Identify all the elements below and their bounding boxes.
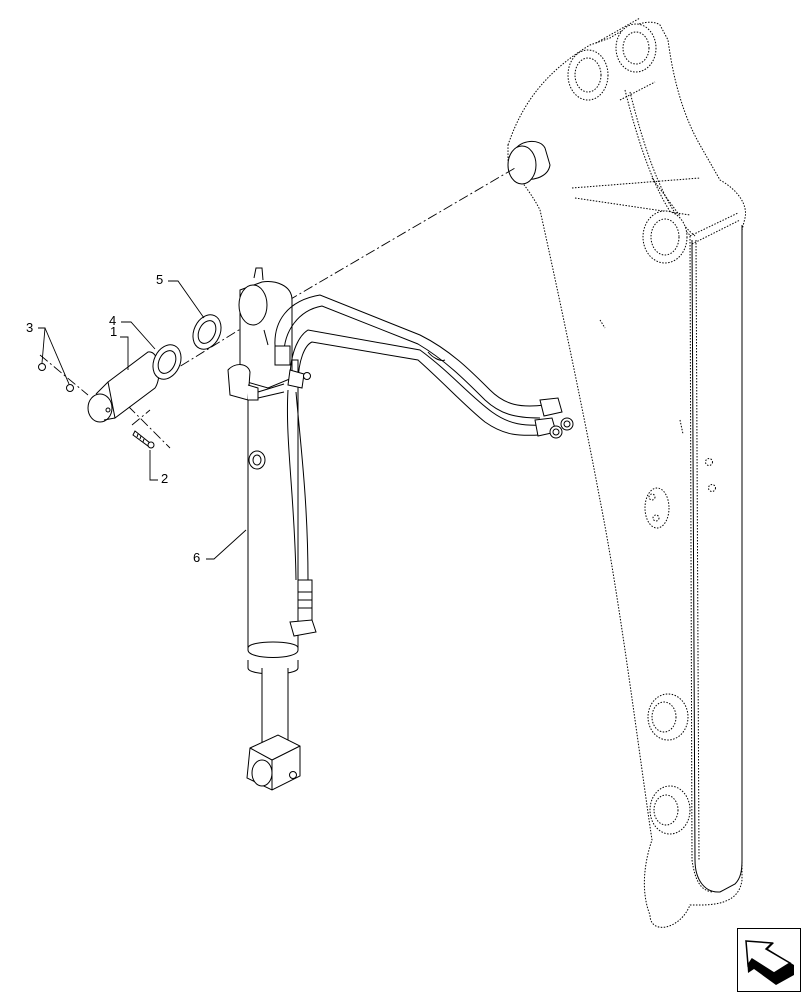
nuts <box>38 363 74 392</box>
callout-1[interactable]: 1 <box>110 324 118 339</box>
hydraulic-hoses <box>257 294 574 637</box>
callout-4[interactable]: 4 <box>109 313 117 328</box>
arm-structure <box>507 17 747 928</box>
callout-3[interactable]: 3 <box>26 320 34 335</box>
return-button[interactable] <box>737 928 801 992</box>
callout-6[interactable]: 6 <box>193 550 201 565</box>
callout-5[interactable]: 5 <box>156 272 164 287</box>
assembly-centerline <box>39 354 89 396</box>
return-arrow-icon <box>745 940 794 985</box>
shim-4 <box>152 344 182 380</box>
shim-5 <box>192 314 222 350</box>
callout-2[interactable]: 2 <box>161 471 169 486</box>
leader-lines <box>38 280 247 560</box>
bolt <box>132 430 155 449</box>
